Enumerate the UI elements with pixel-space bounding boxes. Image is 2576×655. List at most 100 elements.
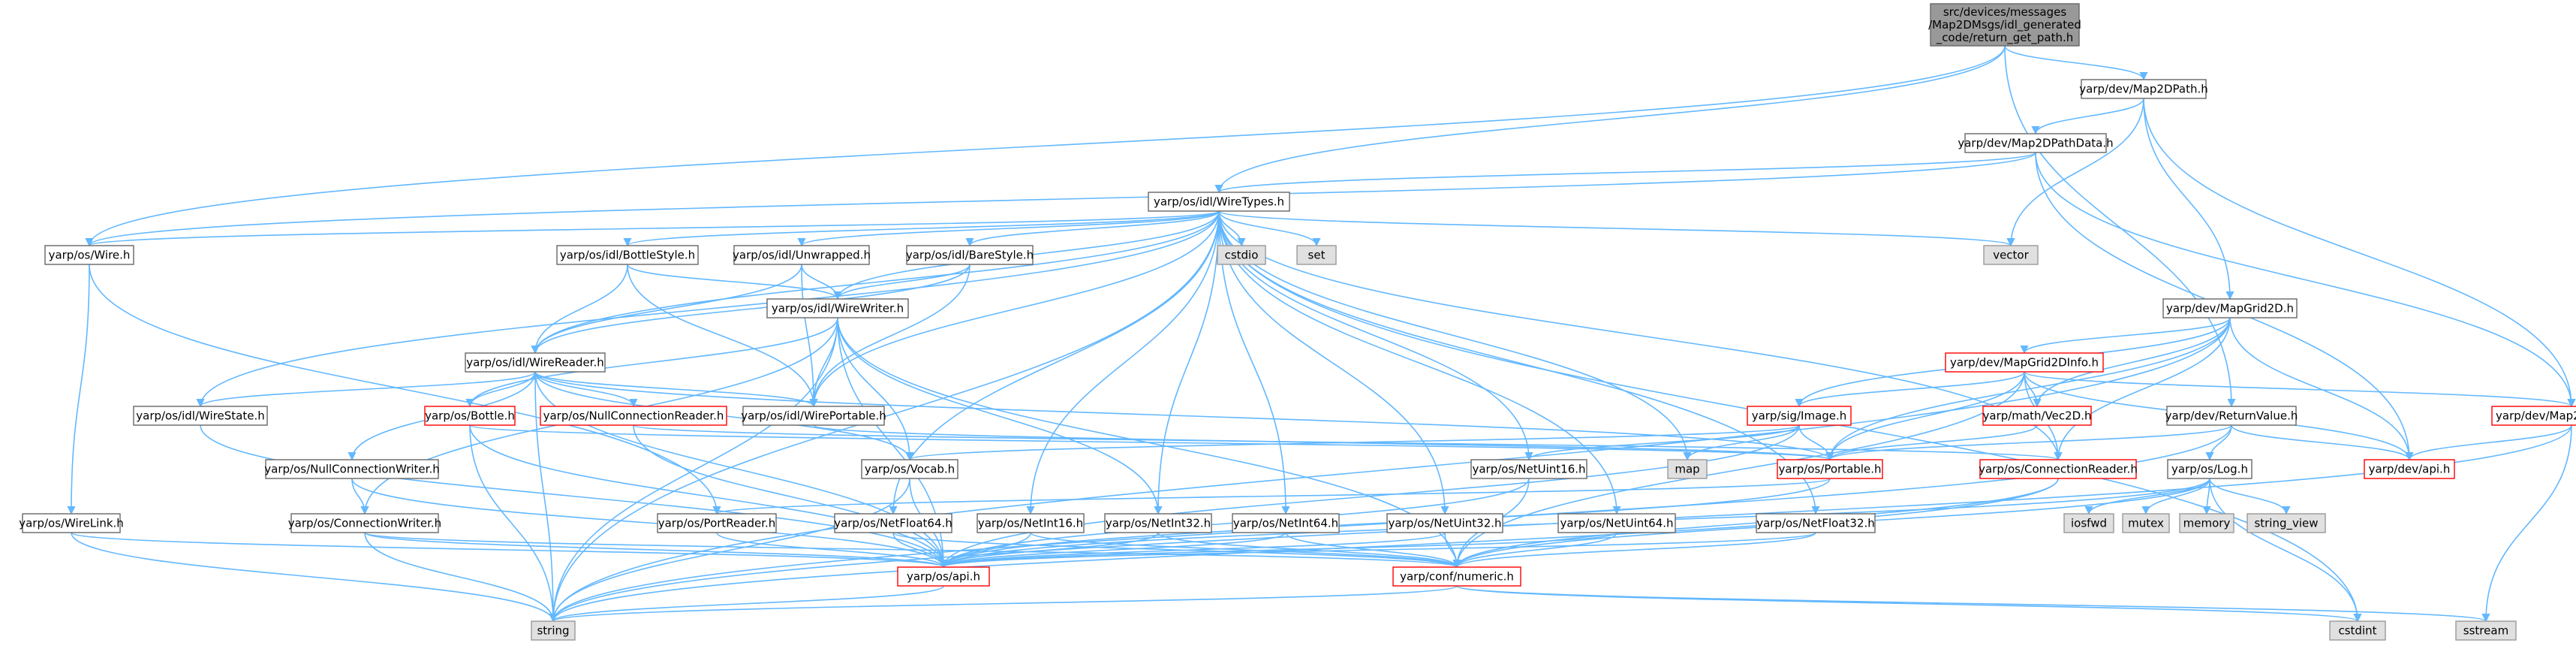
edge-wiretypes-to-set: [1218, 210, 1321, 247]
node-label: yarp/os/WireLink.h: [19, 517, 124, 530]
node-yarp-dev-mapgrid2dinfo-h[interactable]: yarp/dev/MapGrid2DInfo.h: [1945, 352, 2104, 373]
node-label: yarp/os/NetInt16.h: [978, 517, 1083, 530]
node-label: yarp/conf/numeric.h: [1400, 570, 1514, 584]
node-yarp-os-vocab-h[interactable]: yarp/os/Vocab.h: [861, 459, 958, 479]
node-box: [1386, 513, 1503, 533]
node-box: [834, 513, 952, 533]
node-label: string_view: [2254, 517, 2318, 531]
node-box: [1296, 245, 1337, 265]
edge-netuint64-to-osapi: [939, 532, 1618, 569]
node-yarp-dev-mapgrid2d-h[interactable]: yarp/dev/MapGrid2D.h: [2162, 298, 2298, 318]
edge-log-to-string_view: [2209, 478, 2291, 515]
node-yarp-os-portreader-h[interactable]: yarp/os/PortReader.h: [657, 513, 777, 533]
node-label: yarp/os/NetFloat32.h: [1756, 517, 1875, 530]
node-yarp-os-nullconnectionwriter-h[interactable]: yarp/os/NullConnectionWriter.h: [264, 459, 440, 479]
node-memory[interactable]: memory: [2179, 513, 2234, 533]
edge-wirewriter-to-netint32: [837, 317, 1163, 515]
node-yarp-os-connectionwriter-h[interactable]: yarp/os/ConnectionWriter.h: [288, 513, 441, 533]
node-yarp-os-idl-barestyle-h[interactable]: yarp/os/idl/BareStyle.h: [906, 245, 1034, 265]
edge-wirereader-to-portable: [534, 371, 1834, 461]
node-yarp-sig-image-h[interactable]: yarp/sig/Image.h: [1747, 406, 1852, 426]
node-label: yarp/dev/MapGrid2D.h: [2166, 302, 2294, 315]
node-yarp-os-portable-h[interactable]: yarp/os/Portable.h: [1777, 459, 1883, 479]
edge-wiretypes-to-wire: [86, 210, 1220, 247]
node-box: [1756, 513, 1876, 533]
node-box: [2122, 513, 2170, 533]
node-yarp-os-log-h[interactable]: yarp/os/Log.h: [2167, 459, 2252, 479]
node-yarp-os-netuint64-h[interactable]: yarp/os/NetUint64.h: [1557, 513, 1676, 533]
node-yarp-os-netint16-h[interactable]: yarp/os/NetInt16.h: [977, 513, 1085, 533]
node-yarp-os-nullconnectionreader-h[interactable]: yarp/os/NullConnectionReader.h: [540, 406, 727, 426]
node-yarp-os-idl-wiretypes-h[interactable]: yarp/os/idl/WireTypes.h: [1148, 192, 1290, 212]
node-yarp-os-netfloat64-h[interactable]: yarp/os/NetFloat64.h: [834, 513, 952, 533]
node-yarp-os-idl-wirestate-h[interactable]: yarp/os/idl/WireState.h: [133, 406, 268, 426]
node-yarp-os-netint32-h[interactable]: yarp/os/NetInt32.h: [1104, 513, 1212, 533]
node-label: yarp/dev/api.h: [2369, 463, 2451, 476]
node-yarp-os-netint64-h[interactable]: yarp/os/NetInt64.h: [1232, 513, 1340, 533]
node-cstdio[interactable]: cstdio: [1217, 245, 1266, 265]
edge-wirereader-to-nullconnreader: [534, 371, 638, 408]
node-vector[interactable]: vector: [1983, 245, 2039, 265]
node-box: [1777, 459, 1883, 479]
node-box: [133, 406, 268, 426]
edge-wiretypes-to-connreader: [1218, 210, 2063, 461]
node-box: [1470, 459, 1587, 479]
node-box: [2166, 406, 2297, 426]
edge-connwriter-to-string: [364, 532, 558, 623]
edge-netfloat32-to-numeric: [1452, 532, 1816, 569]
node-yarp-dev-api-h[interactable]: yarp/dev/api.h: [2364, 459, 2455, 479]
edge-map2dpathdata-to-wiretypes: [1214, 152, 2036, 194]
node-yarp-os-wirelink-h[interactable]: yarp/os/WireLink.h: [19, 513, 124, 533]
node-yarp-os-api-h[interactable]: yarp/os/api.h: [897, 566, 990, 587]
node-label: yarp/os/idl/WireState.h: [136, 409, 264, 423]
node-yarp-os-bottle-h[interactable]: yarp/os/Bottle.h: [424, 406, 516, 426]
node-box: [1945, 352, 2104, 373]
node-mutex[interactable]: mutex: [2122, 513, 2170, 533]
edge-wiretypes-to-netint16: [1026, 210, 1220, 515]
node-cstdint[interactable]: cstdint: [2329, 620, 2386, 641]
node-label: yarp/os/NetInt32.h: [1106, 517, 1211, 530]
edge-mapgrid2dinfo-to-map2dlocation: [2024, 371, 2576, 408]
node-label: yarp/math/Vec2D.h: [1983, 409, 2092, 423]
node-yarp-conf-numeric-h[interactable]: yarp/conf/numeric.h: [1392, 566, 1521, 587]
node-label: yarp/os/Portable.h: [1779, 463, 1882, 476]
node-yarp-os-idl-unwrapped-h[interactable]: yarp/os/idl/Unwrapped.h: [733, 245, 871, 265]
node-label: yarp/dev/MapGrid2DInfo.h: [1950, 356, 2099, 370]
edge-osapi-to-string: [549, 585, 944, 623]
node-yarp-os-netuint16-h[interactable]: yarp/os/NetUint16.h: [1470, 459, 1587, 479]
node-string[interactable]: string: [531, 620, 576, 641]
node-box: [977, 513, 1085, 533]
node-string-view[interactable]: string_view: [2246, 513, 2326, 533]
node-yarp-dev-map2dpath-h[interactable]: yarp/dev/Map2DPath.h: [2079, 79, 2208, 99]
node-yarp-dev-map2dpathdata-h[interactable]: yarp/dev/Map2DPathData.h: [1958, 133, 2114, 153]
node-yarp-os-idl-bottlestyle-h[interactable]: yarp/os/idl/BottleStyle.h: [556, 245, 699, 265]
edge-bottlestyle-to-wirereader: [531, 264, 628, 355]
node-yarp-os-idl-wirereader-h[interactable]: yarp/os/idl/WireReader.h: [465, 352, 606, 373]
node-yarp-os-idl-wireportable-h[interactable]: yarp/os/idl/WirePortable.h: [741, 406, 886, 426]
node-box: [1232, 513, 1340, 533]
node-label: yarp/dev/ReturnValue.h: [2165, 409, 2298, 423]
edge-barestyle-to-wirewriter: [833, 264, 971, 300]
edge-wiretypes-to-netuint64: [1218, 210, 1621, 515]
node-label: yarp/os/idl/Unwrapped.h: [733, 249, 871, 262]
node-yarp-dev-map2dlocation-h[interactable]: yarp/dev/Map2DLocation.h: [2491, 406, 2576, 426]
node-map[interactable]: map: [1667, 459, 1708, 479]
node-yarp-os-netfloat32-h[interactable]: yarp/os/NetFloat32.h: [1756, 513, 1876, 533]
node-set[interactable]: set: [1296, 245, 1337, 265]
node-src-devices-messages-map2dmsgs-idl-generated-code-return-get-path-h[interactable]: src/devices/messages/Map2DMsgs/idl_gener…: [1928, 3, 2081, 47]
edge-bottlestyle-to-wirewriter: [627, 264, 842, 300]
node-iosfwd[interactable]: iosfwd: [2063, 513, 2114, 533]
edge-wiretypes-to-vector: [1218, 210, 2015, 247]
edge-bottle-to-osapi: [469, 424, 948, 569]
edges-layer: [67, 45, 2576, 623]
node-yarp-os-connectionreader-h[interactable]: yarp/os/ConnectionReader.h: [1979, 459, 2138, 479]
node-yarp-os-idl-wirewriter-h[interactable]: yarp/os/idl/WireWriter.h: [766, 298, 909, 318]
node-yarp-math-vec2d-h[interactable]: yarp/math/Vec2D.h: [1982, 406, 2092, 426]
node-yarp-os-wire-h[interactable]: yarp/os/Wire.h: [44, 245, 134, 265]
node-yarp-dev-returnvalue-h[interactable]: yarp/dev/ReturnValue.h: [2165, 406, 2298, 426]
node-label: yarp/os/NetUint64.h: [1560, 517, 1673, 530]
node-yarp-os-netuint32-h[interactable]: yarp/os/NetUint32.h: [1386, 513, 1503, 533]
edge-numeric-to-string: [549, 585, 1458, 623]
node-sstream[interactable]: sstream: [2455, 620, 2517, 641]
node-label: cstdio: [1225, 249, 1259, 262]
